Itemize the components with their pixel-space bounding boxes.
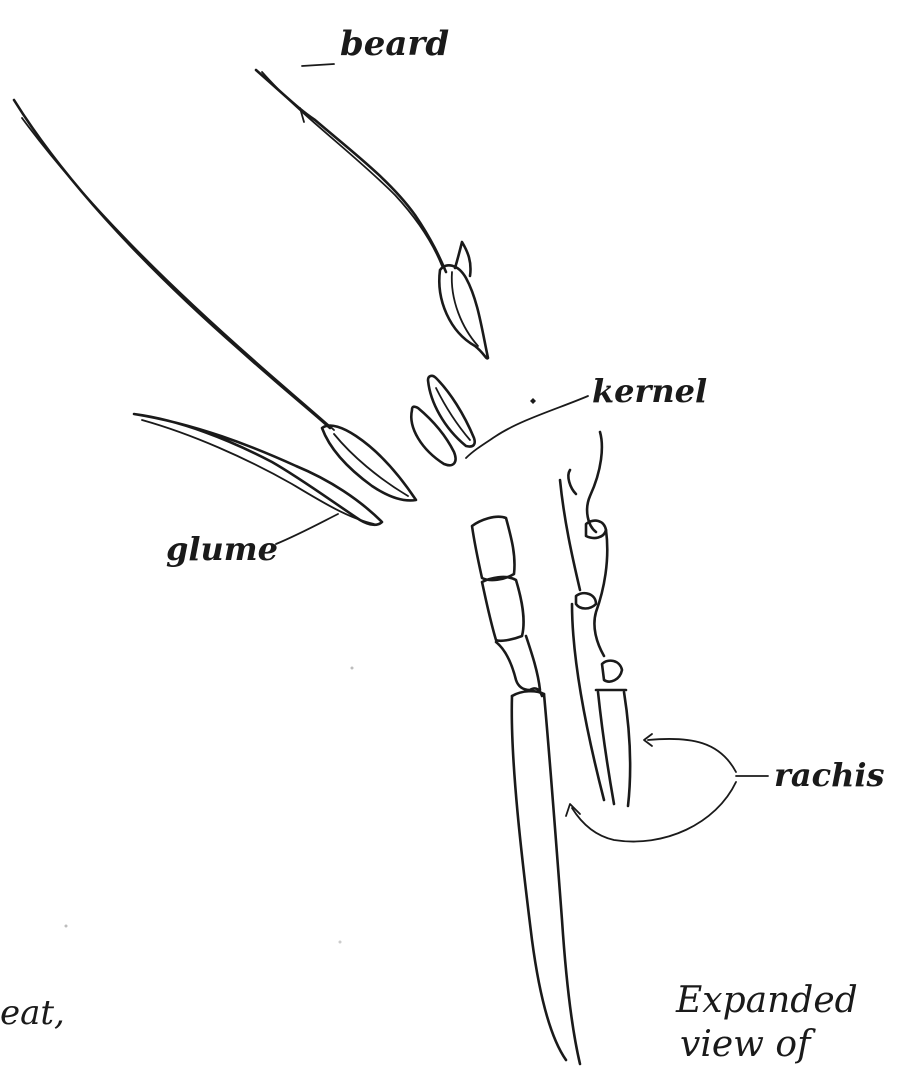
- rachis-segments-right: [560, 432, 630, 806]
- rachis-label: rachis: [774, 756, 885, 794]
- glume-bundle: [134, 414, 416, 525]
- upper-spikelet: [439, 242, 488, 358]
- beard-label: beard: [340, 24, 449, 64]
- kernel-leader-line: [466, 396, 588, 458]
- beard-awn: [256, 70, 446, 272]
- glume-leader-line: [276, 514, 338, 544]
- speck: [351, 667, 354, 670]
- kernel-label: kernel: [592, 372, 707, 410]
- rachis-arrows: [566, 734, 768, 842]
- long-awn: [14, 100, 334, 430]
- beard-leader-line: [302, 64, 334, 66]
- rachis-segments-center: [472, 517, 580, 1064]
- speck: [339, 941, 342, 944]
- note-line-2: view of: [680, 1024, 816, 1065]
- partial-left-text: eat,: [0, 993, 65, 1033]
- glume-label: glume: [166, 530, 278, 568]
- speck: [65, 925, 68, 928]
- note-line-1: Expanded: [675, 980, 858, 1021]
